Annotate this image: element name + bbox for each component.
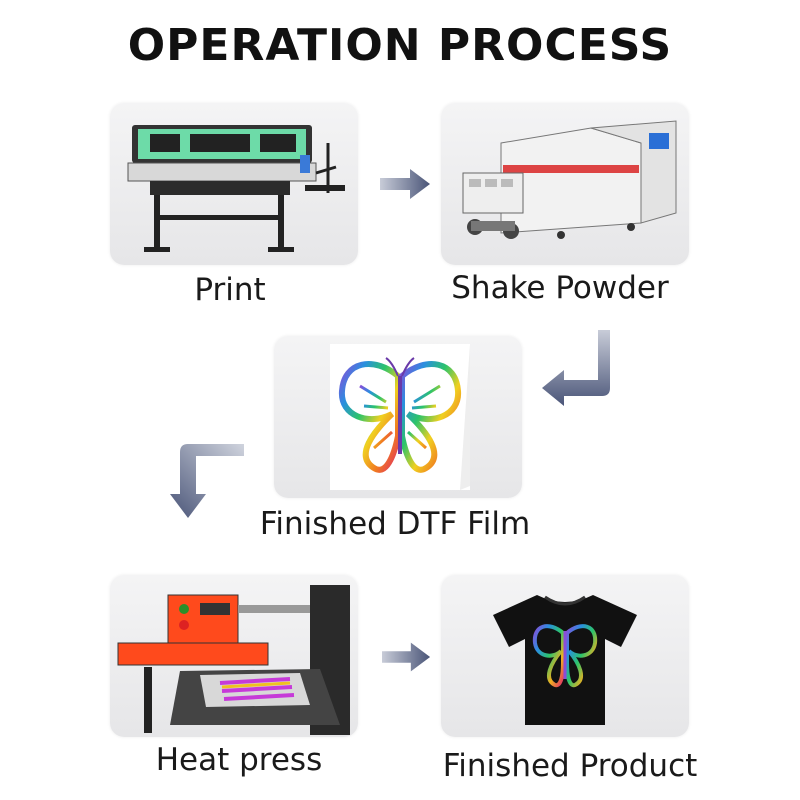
arrow-left-down-icon: [160, 444, 246, 522]
page-title: OPERATION PROCESS: [0, 20, 800, 71]
step-label-finished-product: Finished Product: [420, 748, 720, 784]
tshirt-icon: [441, 575, 689, 737]
step-card-shake-powder: [441, 103, 689, 265]
step-card-heat-press: [110, 575, 358, 737]
dtf-printer-icon: [110, 103, 358, 265]
butterfly-film-icon: [274, 336, 522, 498]
step-label-dtf-film: Finished DTF Film: [230, 506, 560, 542]
step-card-dtf-film: [274, 336, 522, 498]
arrow-right-icon: [382, 640, 432, 674]
powder-shaker-icon: [441, 103, 689, 265]
step-label-heat-press: Heat press: [110, 742, 368, 778]
arrow-right-icon: [380, 167, 432, 201]
heat-press-icon: [110, 575, 358, 737]
step-label-print: Print: [110, 272, 350, 308]
step-card-print: [110, 103, 358, 265]
step-card-finished-product: [441, 575, 689, 737]
arrow-down-left-icon: [540, 330, 620, 410]
step-label-shake-powder: Shake Powder: [420, 270, 700, 306]
